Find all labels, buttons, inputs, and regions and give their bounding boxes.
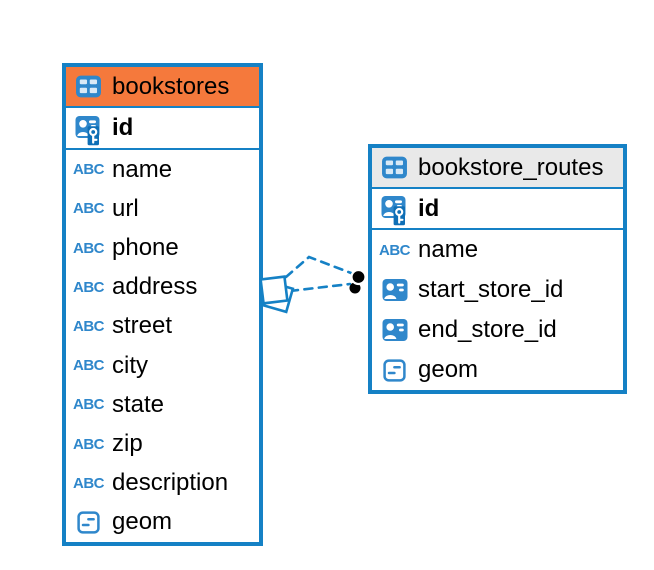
text-type-icon: ABC bbox=[73, 239, 105, 257]
column-row[interactable]: ABC zip bbox=[66, 424, 259, 463]
column-name: city bbox=[112, 351, 148, 379]
text-type-icon: ABC bbox=[73, 396, 105, 414]
column-name: id bbox=[112, 114, 134, 141]
table-title: bookstores bbox=[112, 72, 230, 100]
column-name: name bbox=[418, 236, 479, 263]
table-header[interactable]: bookstore_routes bbox=[372, 148, 623, 189]
column-name: state bbox=[112, 390, 165, 418]
table-icon bbox=[379, 155, 410, 180]
text-type-icon: ABC bbox=[73, 317, 105, 335]
column-row[interactable]: ABC address bbox=[66, 268, 259, 307]
primary-key-icon bbox=[73, 111, 104, 146]
column-row[interactable]: start_store_id bbox=[372, 270, 623, 310]
column-list: ABC name ABC url ABC phone ABC address A… bbox=[66, 150, 259, 542]
column-row[interactable]: ABC name bbox=[66, 150, 259, 189]
column-row[interactable]: ABC phone bbox=[66, 228, 259, 267]
column-list: ABC name start_store_id end_store_id geo… bbox=[372, 230, 623, 390]
table-node-bookstore-routes[interactable]: bookstore_routes id ABC name start_store… bbox=[368, 144, 627, 394]
column-name: id bbox=[418, 194, 440, 222]
column-name: description bbox=[112, 469, 229, 497]
text-type-icon: ABC bbox=[73, 474, 105, 492]
column-row[interactable]: ABC url bbox=[66, 189, 259, 228]
column-name: address bbox=[112, 273, 198, 301]
column-name: url bbox=[112, 194, 139, 222]
text-type-icon: ABC bbox=[73, 435, 105, 453]
table-icon bbox=[73, 74, 104, 99]
text-type-icon: ABC bbox=[73, 357, 105, 375]
column-name: start_store_id bbox=[418, 276, 564, 303]
relationship-endpoint-dot[interactable] bbox=[349, 282, 361, 294]
relationship-line[interactable] bbox=[288, 282, 352, 293]
column-row-pk[interactable]: id bbox=[372, 189, 623, 230]
column-name: end_store_id bbox=[418, 316, 557, 343]
column-row[interactable]: ABC state bbox=[66, 385, 259, 424]
column-row[interactable]: ABC description bbox=[66, 464, 259, 503]
text-type-icon: ABC bbox=[73, 200, 105, 218]
column-name: geom bbox=[112, 508, 173, 536]
column-name: phone bbox=[112, 234, 179, 261]
column-row-pk[interactable]: id bbox=[66, 108, 259, 150]
column-name: geom bbox=[418, 356, 479, 383]
text-type-icon: ABC bbox=[73, 278, 105, 296]
column-name: name bbox=[112, 155, 173, 183]
column-name: zip bbox=[112, 430, 143, 458]
table-header[interactable]: bookstores bbox=[66, 67, 259, 108]
relationship-anchor-marker[interactable] bbox=[259, 275, 295, 314]
column-row[interactable]: geom bbox=[372, 350, 623, 390]
column-row[interactable]: ABC city bbox=[66, 346, 259, 385]
table-node-bookstores[interactable]: bookstores id ABC name ABC url ABC phone… bbox=[62, 63, 263, 546]
text-type-icon: ABC bbox=[379, 241, 411, 259]
column-row[interactable]: end_store_id bbox=[372, 310, 623, 350]
primary-key-icon bbox=[379, 191, 410, 226]
reference-icon bbox=[379, 278, 410, 302]
table-title: bookstore_routes bbox=[418, 153, 604, 181]
column-row[interactable]: ABC name bbox=[372, 230, 623, 270]
text-type-icon: ABC bbox=[73, 161, 105, 179]
column-name: street bbox=[112, 312, 173, 340]
column-row[interactable]: geom bbox=[66, 503, 259, 542]
column-row[interactable]: ABC street bbox=[66, 307, 259, 346]
relationship-endpoint-dot[interactable] bbox=[350, 268, 367, 286]
object-type-icon bbox=[73, 511, 104, 534]
relationship-line[interactable] bbox=[284, 255, 353, 279]
object-type-icon bbox=[379, 359, 410, 382]
reference-icon bbox=[379, 318, 410, 342]
